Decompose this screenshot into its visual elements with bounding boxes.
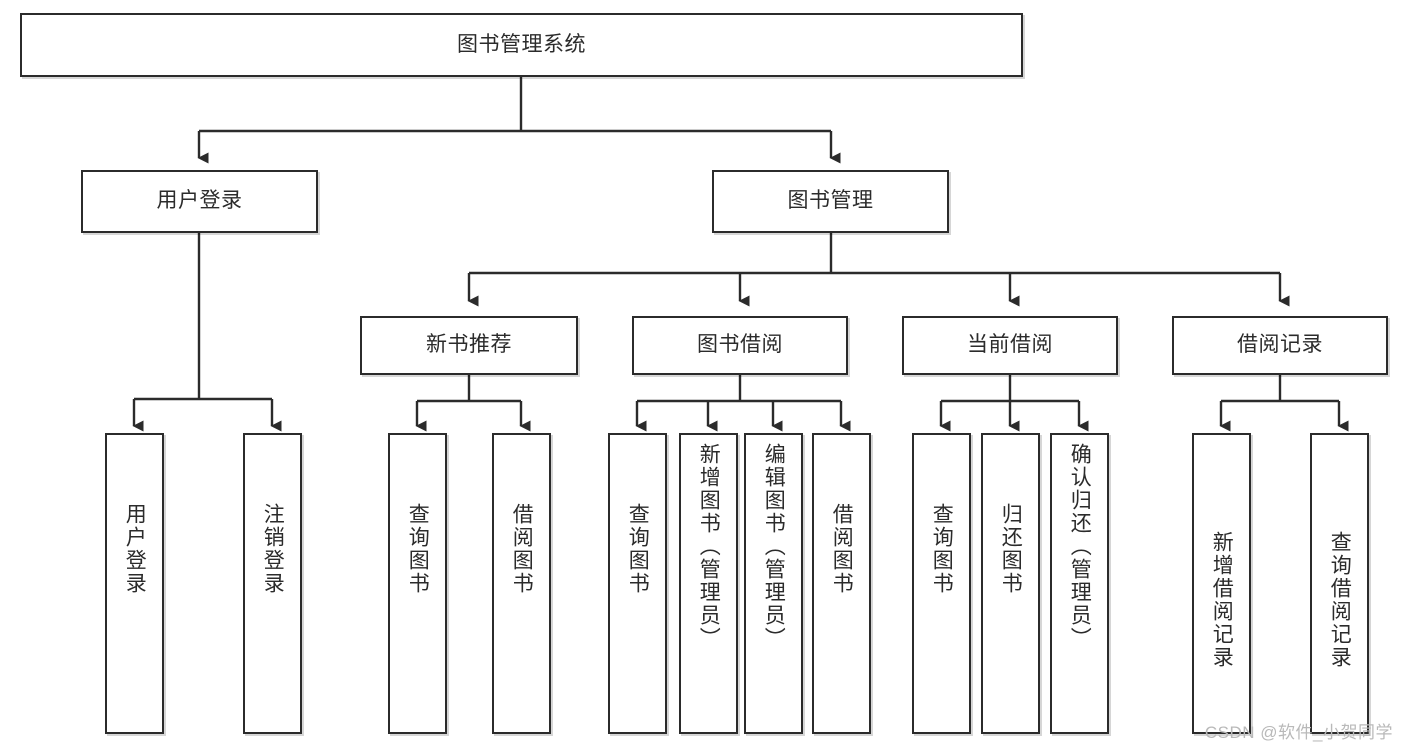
node-user-login[interactable]: 用户登录 <box>81 170 318 233</box>
node-current-borrow-label: 当前借阅 <box>967 333 1053 357</box>
node-current-borrow[interactable]: 当前借阅 <box>902 316 1118 375</box>
leaf-return-book[interactable]: 归还图书 <box>981 433 1040 734</box>
leaf-borrow-book-label: 借阅图书 <box>830 503 854 595</box>
node-user-login-label: 用户登录 <box>156 189 243 213</box>
leaf-borrow-book[interactable]: 借阅图书 <box>812 433 871 734</box>
leaf-query-borrow-record[interactable]: 查询借阅记录 <box>1310 433 1369 734</box>
leaf-query-book-current[interactable]: 查询图书 <box>912 433 971 734</box>
node-book-management-label: 图书管理 <box>787 189 874 213</box>
leaf-query-borrow-record-label: 查询借阅记录 <box>1328 531 1352 669</box>
leaf-confirm-return-admin[interactable]: 确认归还（管理员） <box>1050 433 1109 734</box>
node-book-management[interactable]: 图书管理 <box>712 170 949 233</box>
leaf-query-book-borrow-label: 查询图书 <box>626 503 650 595</box>
leaf-edit-book-admin-label: 编辑图书（管理员） <box>762 443 786 650</box>
leaf-logout[interactable]: 注销登录 <box>243 433 302 734</box>
leaf-add-book-admin-label: 新增图书（管理员） <box>697 443 721 650</box>
leaf-add-borrow-record[interactable]: 新增借阅记录 <box>1192 433 1251 734</box>
node-book-borrow[interactable]: 图书借阅 <box>632 316 848 375</box>
leaf-borrow-book-new-label: 借阅图书 <box>510 503 534 595</box>
leaf-add-book-admin[interactable]: 新增图书（管理员） <box>679 433 738 734</box>
node-root-label: 图书管理系统 <box>457 32 586 56</box>
leaf-logout-label: 注销登录 <box>261 503 285 595</box>
node-root[interactable]: 图书管理系统 <box>20 13 1023 77</box>
node-new-book-recommend[interactable]: 新书推荐 <box>360 316 578 375</box>
node-new-book-recommend-label: 新书推荐 <box>426 333 512 357</box>
leaf-add-borrow-record-label: 新增借阅记录 <box>1210 531 1234 669</box>
leaf-return-book-label: 归还图书 <box>999 503 1023 595</box>
leaf-edit-book-admin[interactable]: 编辑图书（管理员） <box>744 433 803 734</box>
leaf-borrow-book-new[interactable]: 借阅图书 <box>492 433 551 734</box>
leaf-query-book-current-label: 查询图书 <box>930 503 954 595</box>
leaf-confirm-return-admin-label: 确认归还（管理员） <box>1068 443 1092 650</box>
csdn-watermark: CSDN @软件_小贺同学 <box>1204 723 1393 742</box>
leaf-query-book-borrow[interactable]: 查询图书 <box>608 433 667 734</box>
leaf-query-book-new-label: 查询图书 <box>406 503 430 595</box>
node-borrow-record[interactable]: 借阅记录 <box>1172 316 1388 375</box>
leaf-user-login[interactable]: 用户登录 <box>105 433 164 734</box>
leaf-user-login-label: 用户登录 <box>123 503 147 595</box>
node-borrow-record-label: 借阅记录 <box>1237 333 1323 357</box>
leaf-query-book-new[interactable]: 查询图书 <box>388 433 447 734</box>
node-book-borrow-label: 图书借阅 <box>697 333 783 357</box>
